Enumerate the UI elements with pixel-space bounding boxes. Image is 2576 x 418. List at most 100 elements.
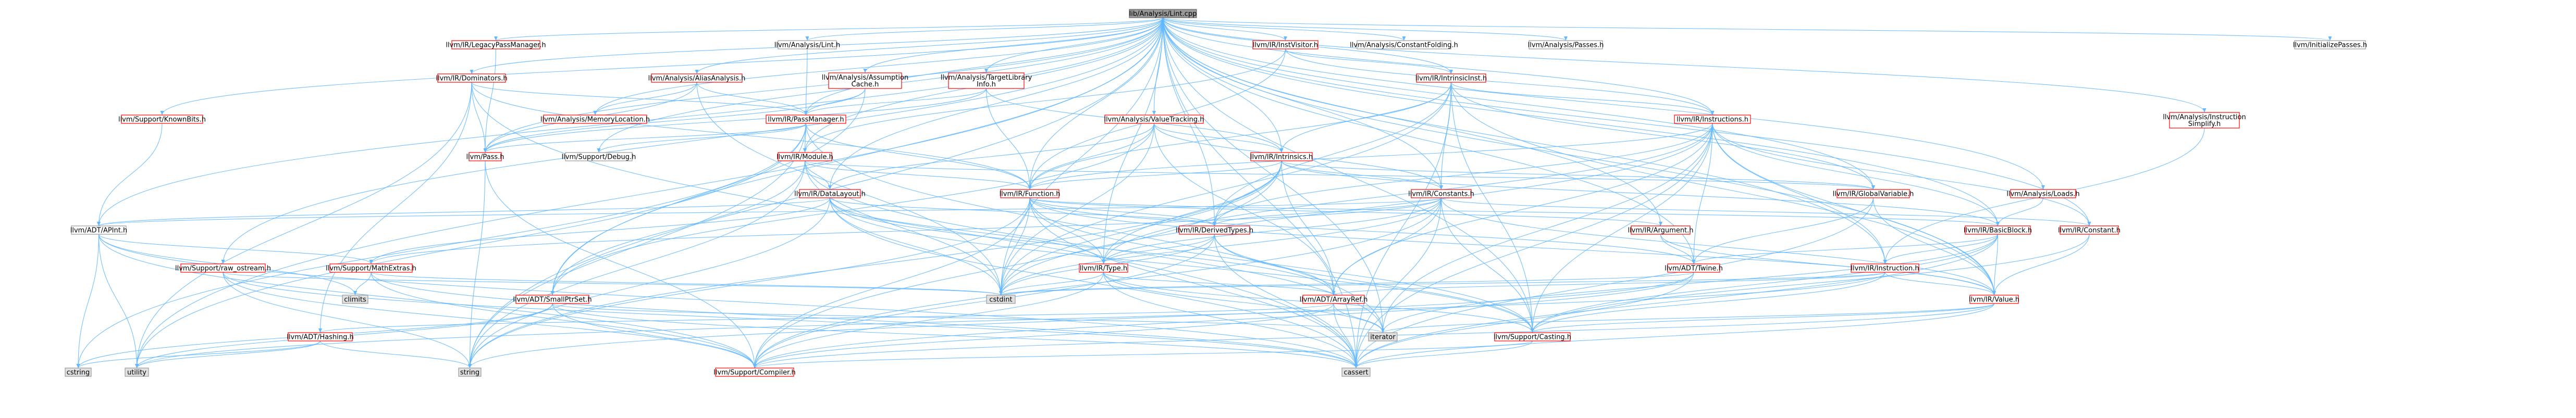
node-derived-types[interactable]: llvm/IR/DerivedTypes.h <box>1176 225 1253 235</box>
node-label: utility <box>127 369 146 377</box>
node-label: llvm/IR/GlobalVariable.h <box>1833 191 1914 198</box>
arrowhead <box>1279 148 1284 153</box>
node-mem-loc[interactable]: llvm/Analysis/MemoryLocation.h <box>540 115 650 124</box>
edge-root-to-constants <box>1162 17 1442 190</box>
node-label: llvm/Analysis/Lint.h <box>774 42 840 49</box>
node-data-layout[interactable]: llvm/IR/DataLayout.h <box>794 189 866 198</box>
arrowhead <box>803 148 807 153</box>
edge-intrinsic_inst-to-instructions <box>1450 82 1713 116</box>
node-intrinsic-inst[interactable]: llvm/IR/IntrinsicInst.h <box>1415 73 1487 83</box>
edge-instruction-to-array_ref <box>1333 272 1885 296</box>
node-inst-visitor[interactable]: llvm/IR/InstVisitor.h <box>1252 40 1318 49</box>
edge-casting-to-compiler <box>754 340 1533 369</box>
edge-basic_block-to-cassert <box>1355 234 1999 369</box>
node-box <box>1969 295 2019 304</box>
node-array-ref[interactable]: llvm/ADT/ArrayRef.h <box>1300 295 1368 304</box>
edge-dominators-to-cassert <box>471 82 1357 369</box>
node-raw-ostream[interactable]: llvm/Support/raw_ostream.h <box>175 263 271 273</box>
node-box <box>1667 263 1720 273</box>
node-known-bits[interactable]: llvm/Support/KnownBits.h <box>118 115 206 124</box>
node-module[interactable]: llvm/IR/Module.h <box>777 152 833 161</box>
edge-root-to-inst_visitor <box>1162 17 1286 41</box>
arrowhead <box>1531 328 1534 333</box>
node-hashing[interactable]: llvm/ADT/Hashing.h <box>287 332 354 341</box>
node-value[interactable]: llvm/IR/Value.h <box>1969 295 2019 304</box>
node-label: llvm/IR/IntrinsicInst.h <box>1415 75 1487 83</box>
arrowhead <box>984 69 988 73</box>
node-label: Cache.h <box>852 81 879 88</box>
node-box <box>986 295 1016 304</box>
arrowhead <box>2328 36 2332 41</box>
node-legacy-pm[interactable]: llvm/IR/LegacyPassManager.h <box>446 40 546 49</box>
edge-intrinsic_inst-to-casting <box>1450 82 1533 333</box>
edge-data_layout-to-type <box>829 197 1104 264</box>
edge-assumption_cache-to-pass_manager <box>805 88 866 116</box>
node-label: llvm/Analysis/ValueTracking.h <box>1104 116 1204 124</box>
arrowhead <box>1659 222 1662 226</box>
arrowhead <box>999 291 1003 295</box>
node-label: llvm/Analysis/AliasAnalysis.h <box>648 75 746 83</box>
node-pass-h[interactable]: llvm/Pass.h <box>466 152 504 161</box>
node-alias-analysis[interactable]: llvm/Analysis/AliasAnalysis.h <box>648 73 746 83</box>
node-passes[interactable]: llvm/Analysis/Passes.h <box>1528 40 1604 49</box>
node-dominators[interactable]: llvm/IR/Dominators.h <box>436 73 508 83</box>
node-small-ptr-set[interactable]: llvm/ADT/SmallPtrSet.h <box>513 295 592 304</box>
node-box <box>469 152 502 161</box>
node-box <box>1416 73 1486 83</box>
node-constants[interactable]: llvm/IR/Constants.h <box>1408 189 1474 198</box>
edge-array_ref-to-compiler <box>754 303 1334 369</box>
node-pass-manager[interactable]: llvm/IR/PassManager.h <box>766 115 846 124</box>
node-instructions[interactable]: llvm/IR/Instructions.h <box>1674 115 1751 124</box>
edge-array_ref-to-cassert <box>1333 303 1357 369</box>
edge-intrinsic_inst-to-global_var <box>1450 82 1874 190</box>
arrowhead <box>1402 36 1406 41</box>
node-label: climits <box>344 296 366 304</box>
node-type[interactable]: llvm/IR/Type.h <box>1079 263 1128 273</box>
node-const-folding[interactable]: llvm/Analysis/ConstantFolding.h <box>1350 40 1458 49</box>
edge-root-to-constant <box>1162 17 2090 226</box>
node-loads[interactable]: llvm/Analysis/Loads.h <box>2006 189 2080 198</box>
arrowhead <box>597 148 601 153</box>
node-lint-h[interactable]: llvm/Analysis/Lint.h <box>774 40 840 49</box>
node-label: llvm/Support/MathExtras.h <box>326 265 416 273</box>
node-casting[interactable]: llvm/Support/Casting.h <box>1494 332 1571 341</box>
node-constant[interactable]: llvm/IR/Constant.h <box>2058 225 2121 235</box>
edge-array_ref-to-iterator <box>1333 303 1384 333</box>
edge-apint-to-cassert <box>98 234 1357 369</box>
node-apint[interactable]: llvm/ADT/APInt.h <box>70 225 127 235</box>
node-value-tracking[interactable]: llvm/Analysis/ValueTracking.h <box>1104 115 1204 124</box>
node-box <box>1104 115 1204 124</box>
edge-raw_ostream-to-cstdint <box>223 272 1002 296</box>
edge-math_extras-to-compiler <box>371 272 755 369</box>
node-label: llvm/IR/InstVisitor.h <box>1253 42 1318 49</box>
node-intrinsics[interactable]: llvm/IR/Intrinsics.h <box>1250 152 1313 161</box>
node-init-passes[interactable]: llvm/InitializePasses.h <box>2293 40 2367 49</box>
edge-instructions-to-value <box>1712 123 1995 296</box>
node-compiler[interactable]: llvm/Support/Compiler.h <box>713 368 796 377</box>
edge-apint-to-cstring <box>78 234 100 369</box>
node-box <box>1179 225 1250 235</box>
edge-global_var-to-twine <box>1693 197 1874 264</box>
edge-raw_ostream-to-cassert <box>223 272 1357 369</box>
node-label: Simplify.h <box>2188 120 2221 128</box>
edge-math_extras-to-cstdint <box>371 272 1002 296</box>
node-instruction[interactable]: llvm/IR/Instruction.h <box>1851 263 1919 273</box>
node-basic-block[interactable]: llvm/IR/BasicBlock.h <box>1964 225 2032 235</box>
node-cstring: cstring <box>65 368 92 377</box>
node-argument[interactable]: llvm/IR/Argument.h <box>1628 225 1694 235</box>
arrowhead <box>1102 260 1105 264</box>
edge-dominators-to-pass_manager <box>471 82 807 116</box>
edge-function-to-basic_block <box>1029 197 1999 226</box>
edge-root-to-loads <box>1162 17 2044 190</box>
node-math-extras[interactable]: llvm/Support/MathExtras.h <box>326 263 416 273</box>
node-function[interactable]: llvm/IR/Function.h <box>1000 189 1061 198</box>
edge-intrinsic_inst-to-cassert <box>1355 82 1452 369</box>
node-box <box>1357 40 1451 49</box>
node-global-var[interactable]: llvm/IR/GlobalVariable.h <box>1833 189 1914 198</box>
node-twine[interactable]: llvm/ADT/Twine.h <box>1665 263 1723 273</box>
edge-module-to-string <box>469 160 806 369</box>
node-support-debug[interactable]: llvm/Support/Debug.h <box>562 152 636 161</box>
